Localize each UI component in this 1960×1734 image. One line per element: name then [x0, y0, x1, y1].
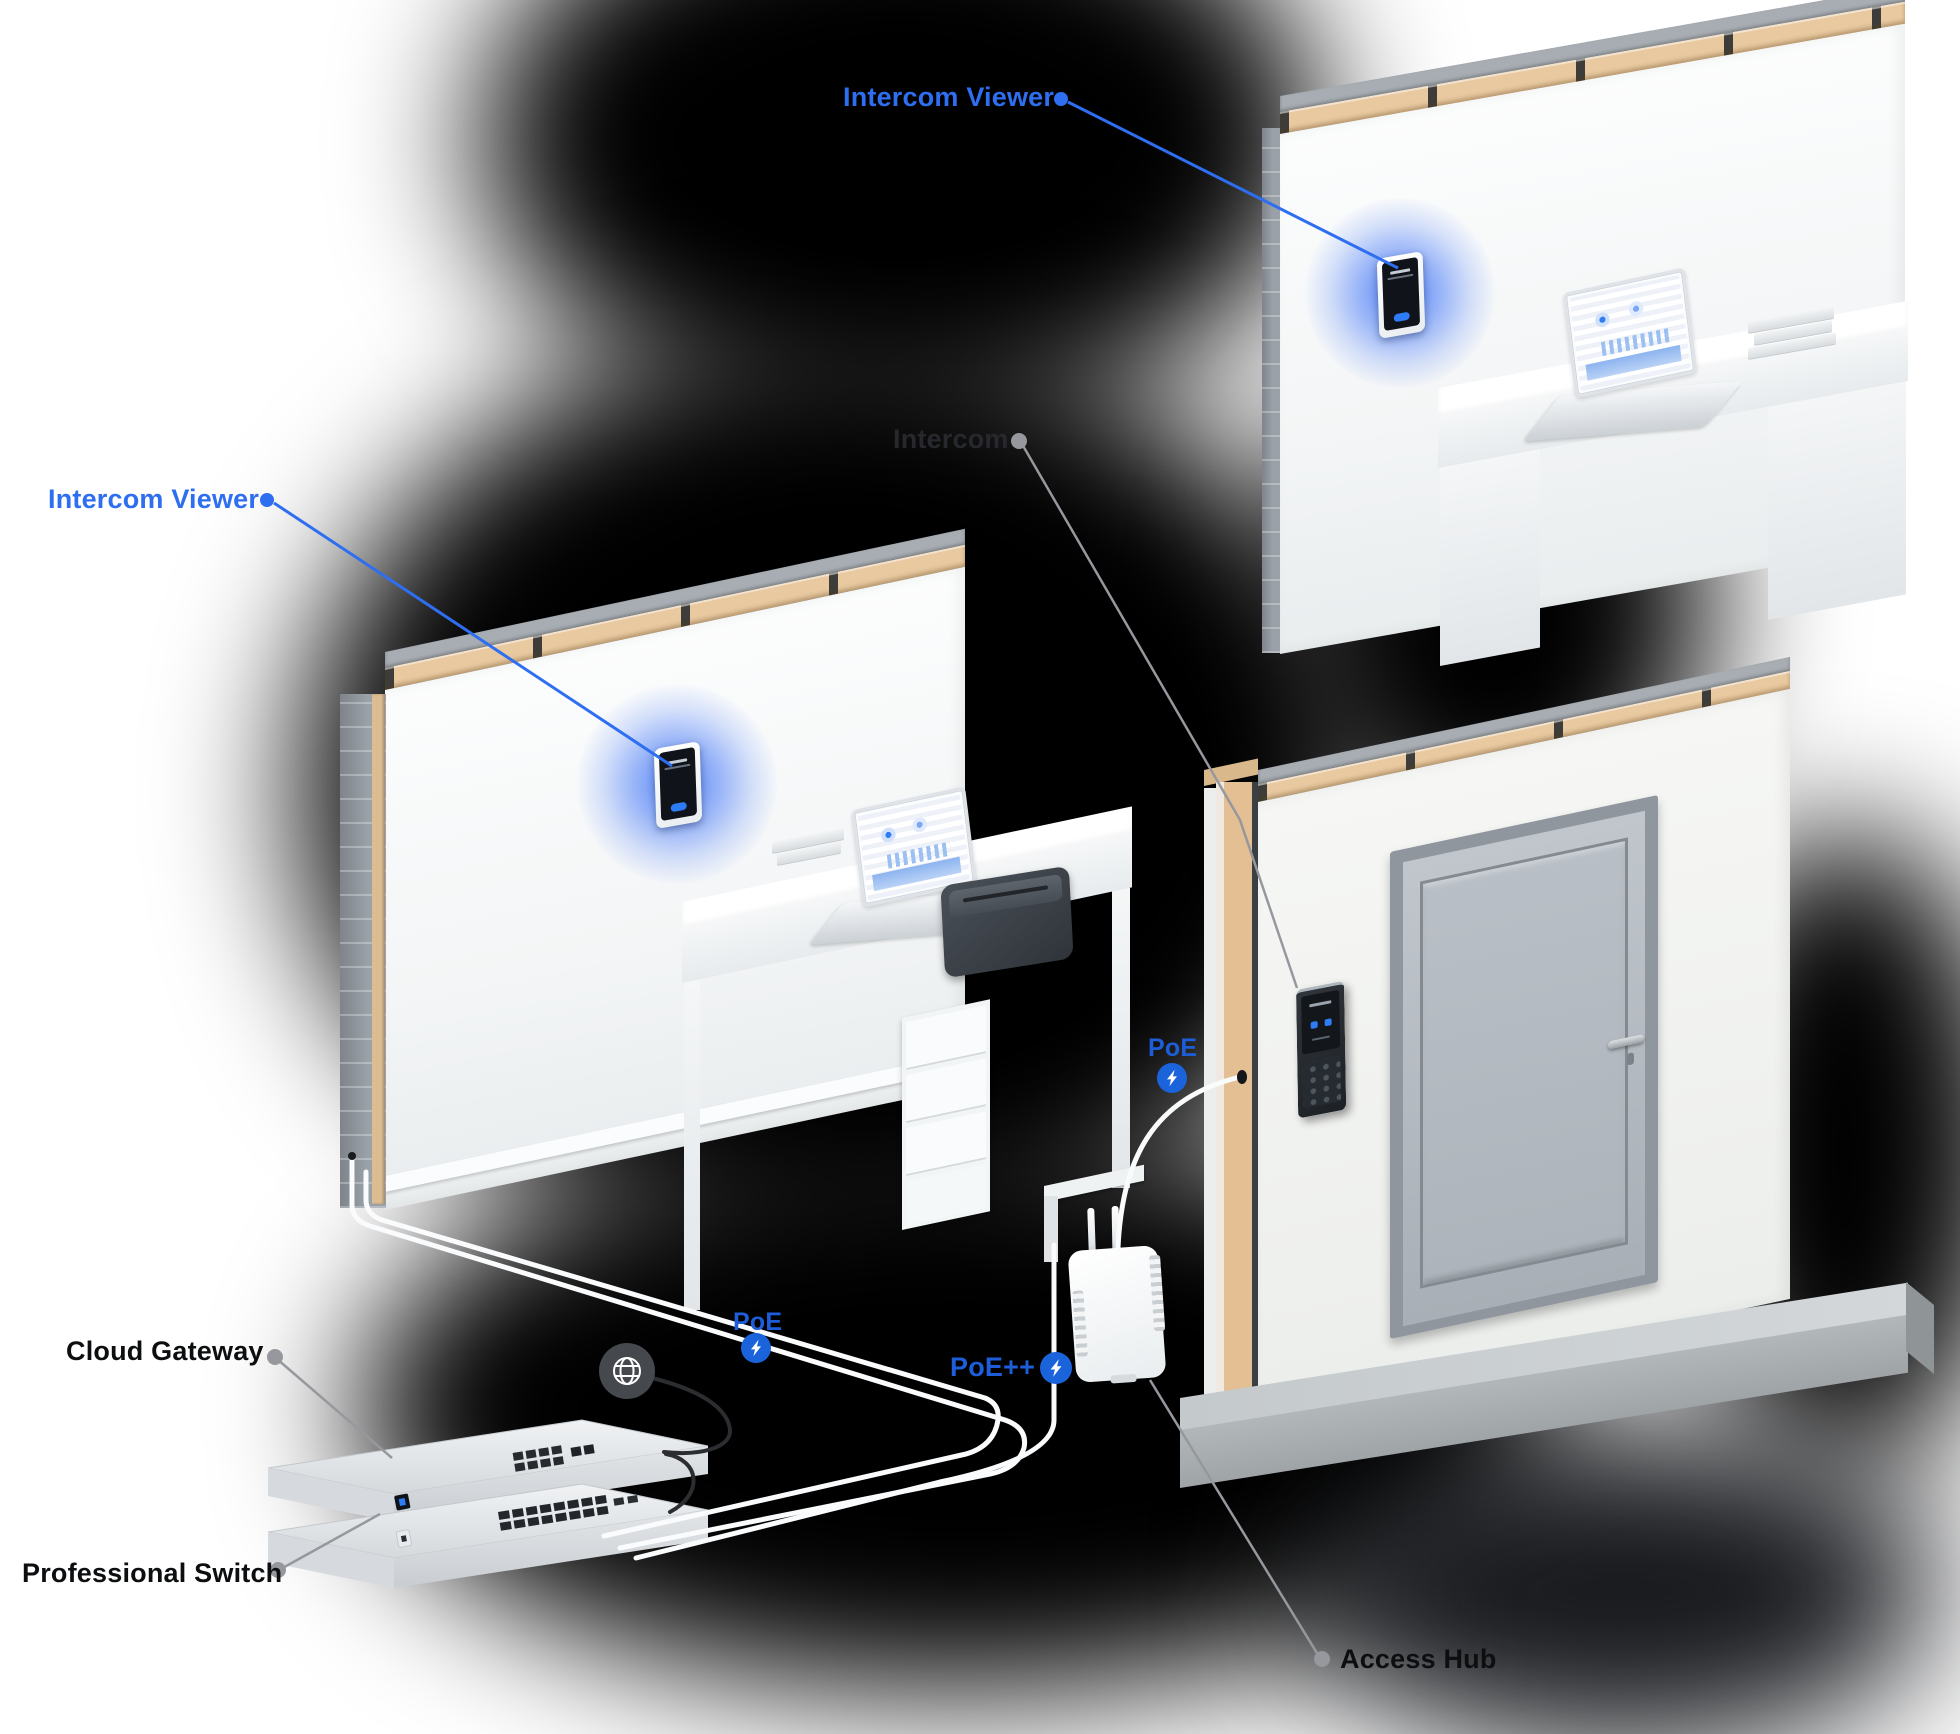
- label-access-hub: Access Hub: [1340, 1644, 1497, 1674]
- label-intercom: Intercom: [893, 424, 1009, 454]
- switch-ports[interactable]: [498, 1490, 639, 1531]
- cable-hole: [1237, 1070, 1247, 1084]
- dot-icon: [260, 493, 274, 507]
- poe-plus-plus-badge: [1040, 1352, 1072, 1384]
- poe-badge-door: [1157, 1063, 1187, 1093]
- cable-viewer-to-switch: [349, 1155, 1028, 1551]
- dot-icon: [267, 1349, 283, 1365]
- dot-icon: [1011, 433, 1027, 449]
- label-poe-plus-plus: PoE++: [950, 1352, 1036, 1382]
- dot-icon: [270, 1562, 286, 1578]
- label-poe-desk: PoE: [733, 1308, 783, 1336]
- switch-display: [395, 1529, 412, 1548]
- desk-leg-panel: [1112, 888, 1130, 1188]
- wall-end-white-edge: [1204, 788, 1216, 1410]
- connector-intercom-viewer-left: [273, 501, 673, 768]
- wall-end-wood: [372, 694, 385, 1204]
- cable-gateway-to-switch: [664, 1452, 696, 1514]
- connector-cloud-gateway: [276, 1358, 393, 1459]
- dot-icon: [1314, 1651, 1330, 1667]
- label-intercom-viewer-top[interactable]: Intercom Viewer: [843, 82, 1055, 112]
- lightning-icon: [1167, 1069, 1177, 1087]
- connector-intercom: [1020, 443, 1299, 989]
- gateway-ports[interactable]: [512, 1440, 596, 1472]
- connector-access-hub: [1148, 1379, 1322, 1659]
- label-poe-door: PoE: [1148, 1034, 1198, 1062]
- label-cloud-gateway: Cloud Gateway: [66, 1336, 264, 1366]
- cable-internet: [650, 1376, 733, 1455]
- shadow-blob: [1300, 1430, 1940, 1734]
- label-professional-switch: Professional Switch: [22, 1558, 283, 1588]
- lightning-icon: [751, 1339, 761, 1357]
- connector-intercom-viewer-top: [1067, 100, 1399, 270]
- poe-badge-desk: [741, 1333, 771, 1363]
- desk-leg-panel: [684, 980, 700, 1310]
- lightning-icon: [1050, 1359, 1062, 1377]
- cable-desk-to-switch: [363, 1169, 1001, 1539]
- dot-icon: [1054, 92, 1068, 106]
- cable-hole: [348, 1152, 356, 1160]
- wall-end-wood: [1216, 782, 1258, 1410]
- cable-hub-to-intercom: [1115, 1074, 1243, 1251]
- cable-switch-to-access-hub: [633, 1242, 1057, 1561]
- wall-end-concrete: [1262, 128, 1280, 653]
- globe-icon: [599, 1343, 655, 1399]
- label-intercom-viewer-left[interactable]: Intercom Viewer: [48, 484, 260, 514]
- connector-professional-switch: [278, 1512, 381, 1572]
- gateway-display: [394, 1493, 411, 1511]
